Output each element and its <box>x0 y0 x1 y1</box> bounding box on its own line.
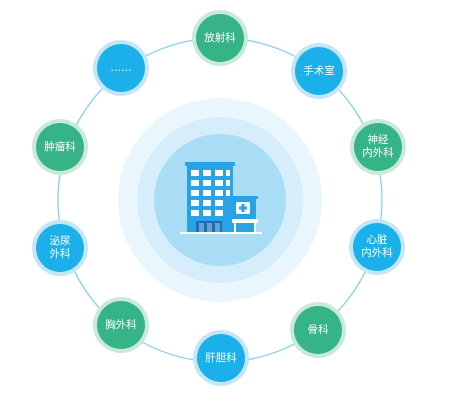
dept-label: 泌尿 外科 <box>36 224 84 272</box>
dept-label: 骨科 <box>294 306 342 354</box>
dept-label: 放射科 <box>196 14 244 62</box>
cross-horizontal <box>239 206 247 210</box>
building-entrance <box>196 221 222 232</box>
ground-line <box>180 232 262 234</box>
dept-node-thoracic-surgery[interactable]: 胸外科 <box>93 297 149 353</box>
dept-label: 心脏 内外科 <box>353 223 401 271</box>
dept-label: 手术室 <box>295 47 343 95</box>
building-wing-roof <box>228 196 258 199</box>
dept-label: 肿瘤科 <box>36 123 84 171</box>
building-roof <box>185 162 235 166</box>
entrance-canopy <box>232 219 258 223</box>
dept-node-radiology[interactable]: 放射科 <box>192 10 248 66</box>
dept-label: 神经 内外科 <box>354 123 402 171</box>
dept-node-more[interactable]: …… <box>93 40 149 96</box>
dept-node-hepatobiliary[interactable]: 肝胆科 <box>193 330 249 386</box>
dept-node-oncology[interactable]: 肿瘤科 <box>32 119 88 175</box>
dept-label: 胸外科 <box>97 301 145 349</box>
dept-node-neurology[interactable]: 神经 内外科 <box>350 119 406 175</box>
dept-node-orthopedics[interactable]: 骨科 <box>290 302 346 358</box>
hospital-building-icon <box>180 162 262 234</box>
building-windows <box>191 170 230 216</box>
dept-node-operating-room[interactable]: 手术室 <box>291 43 347 99</box>
dept-node-urology[interactable]: 泌尿 外科 <box>32 220 88 276</box>
dept-label: 肝胆科 <box>197 334 245 382</box>
dept-node-cardiology[interactable]: 心脏 内外科 <box>349 219 405 275</box>
dept-label: …… <box>97 44 145 92</box>
